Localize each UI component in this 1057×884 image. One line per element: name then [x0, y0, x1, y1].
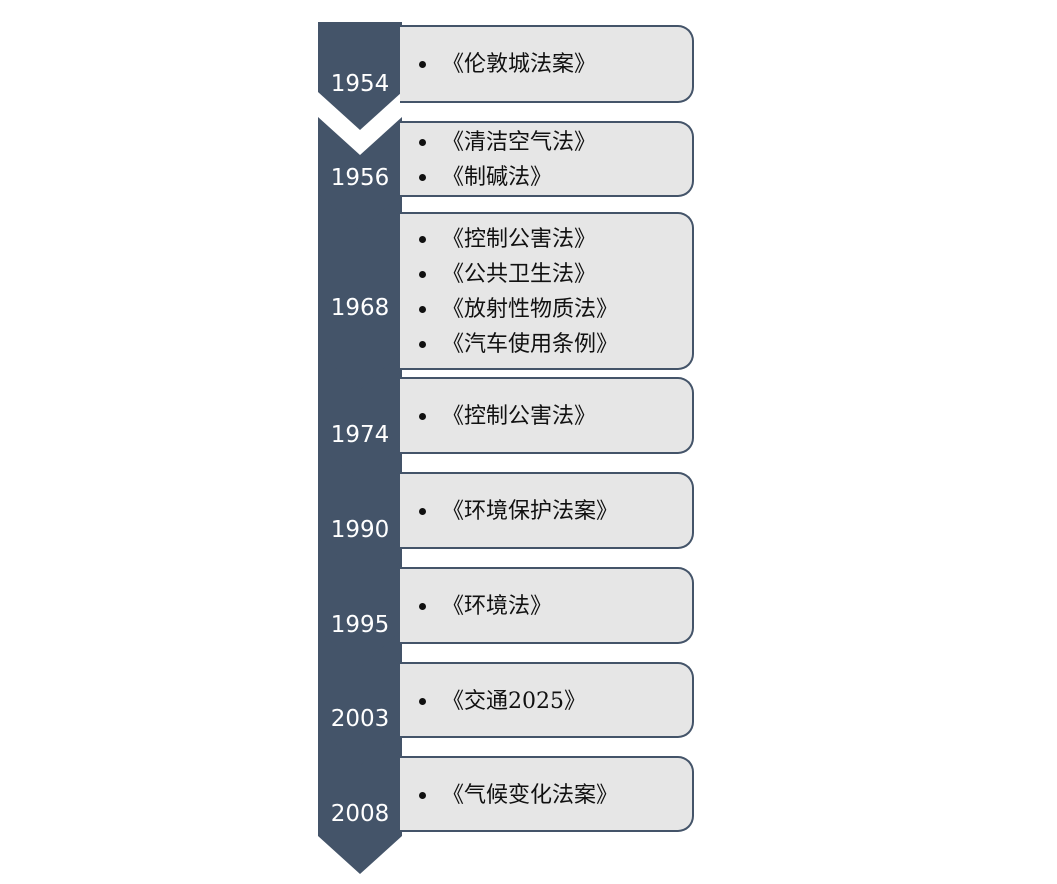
- timeline-year-label: 1995: [330, 612, 390, 638]
- law-list: 《环境法》: [419, 589, 692, 624]
- law-list: 《环境保护法案》: [419, 494, 692, 529]
- law-list: 《气候变化法案》: [419, 778, 692, 813]
- timeline-card-1974: 《控制公害法》: [400, 377, 694, 454]
- law-item: 《制碱法》: [419, 160, 692, 195]
- timeline-year-label: 2003: [330, 706, 390, 732]
- timeline-card-2008: 《气候变化法案》: [400, 756, 694, 832]
- timeline-card-1990: 《环境保护法案》: [400, 472, 694, 549]
- law-item: 《公共卫生法》: [419, 257, 692, 292]
- timeline-year-label: 2008: [330, 801, 390, 827]
- law-list: 《伦敦城法案》: [419, 47, 692, 82]
- law-list: 《控制公害法》《公共卫生法》《放射性物质法》《汽车使用条例》: [419, 222, 692, 362]
- timeline-year-label: 1974: [330, 422, 390, 448]
- law-item: 《环境保护法案》: [419, 494, 692, 529]
- timeline-year-label: 1990: [330, 517, 390, 543]
- law-item: 《汽车使用条例》: [419, 327, 692, 362]
- law-list: 《控制公害法》: [419, 399, 692, 434]
- timeline-card-1968: 《控制公害法》《公共卫生法》《放射性物质法》《汽车使用条例》: [400, 212, 694, 370]
- timeline-card-1956: 《清洁空气法》《制碱法》: [400, 121, 694, 197]
- timeline-card-1995: 《环境法》: [400, 567, 694, 644]
- law-item: 《清洁空气法》: [419, 125, 692, 160]
- law-item: 《控制公害法》: [419, 222, 692, 257]
- law-list: 《清洁空气法》《制碱法》: [419, 125, 692, 195]
- timeline-card-1954: 《伦敦城法案》: [400, 25, 694, 103]
- law-item: 《伦敦城法案》: [419, 47, 692, 82]
- law-list: 《交通2025》: [419, 684, 692, 719]
- timeline-year-label: 1968: [330, 295, 390, 321]
- timeline-card-2003: 《交通2025》: [400, 662, 694, 738]
- law-item: 《放射性物质法》: [419, 292, 692, 327]
- law-item: 《交通2025》: [419, 684, 692, 719]
- timeline-year-label: 1956: [330, 165, 390, 191]
- law-item: 《控制公害法》: [419, 399, 692, 434]
- timeline-year-label: 1954: [330, 71, 390, 97]
- law-item: 《气候变化法案》: [419, 778, 692, 813]
- law-item: 《环境法》: [419, 589, 692, 624]
